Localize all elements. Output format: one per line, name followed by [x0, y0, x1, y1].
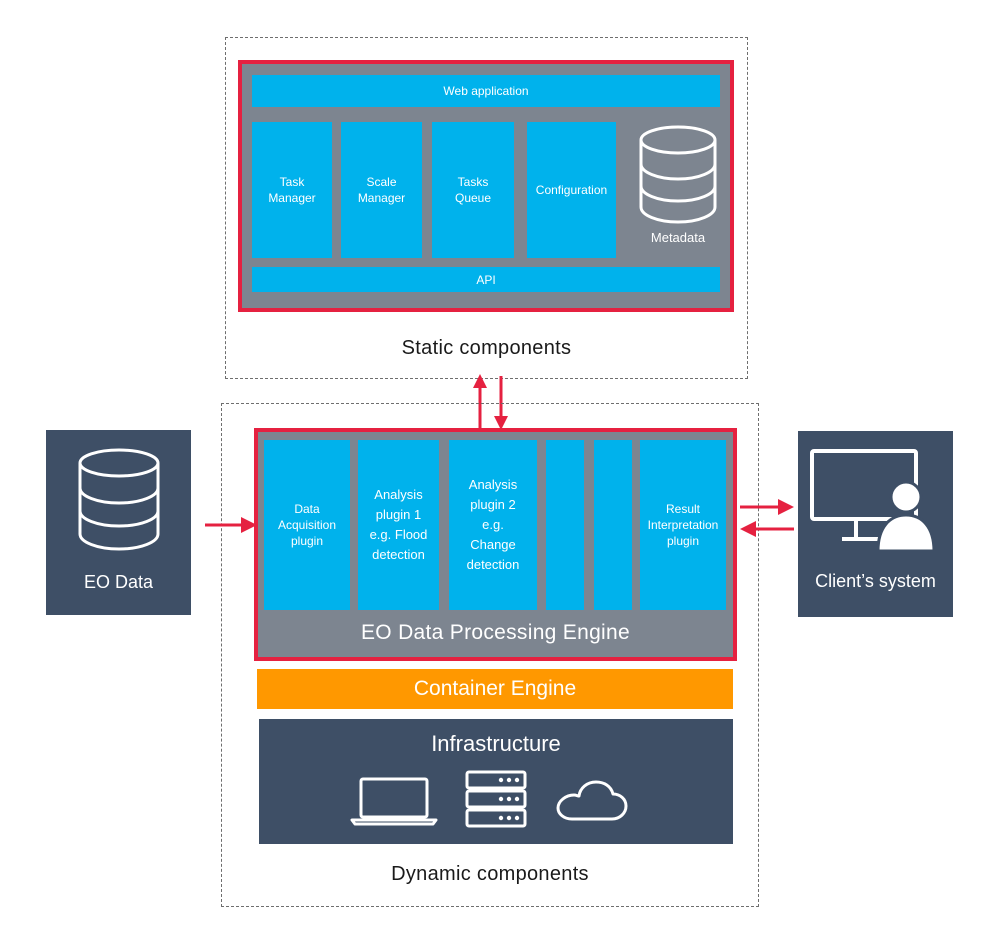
- dynamic-components-caption: Dynamic components: [391, 863, 589, 885]
- container-engine-bar: Container Engine: [257, 669, 733, 709]
- infrastructure-label: Infrastructure: [431, 731, 561, 756]
- analysis-plugin-1-label: Analysis plugin 1 e.g. Flood detection: [369, 487, 428, 562]
- eo-data-label: EO Data: [83, 572, 154, 592]
- data-acquisition-plugin-label: Data Acquisition plugin: [277, 502, 337, 548]
- server-icon: [465, 770, 527, 828]
- client-exchange-arrows: [740, 499, 794, 537]
- database-icon: [639, 125, 717, 224]
- scale-manager-label: Scale Manager: [357, 175, 406, 205]
- container-engine-label: Container Engine: [413, 677, 577, 700]
- configuration-label: Configuration: [535, 183, 608, 197]
- plugin-slot-empty-2: [594, 440, 632, 610]
- task-manager-label: Task Manager: [268, 175, 316, 205]
- analysis-plugin-1-box: Analysis plugin 1 e.g. Flood detection: [358, 440, 439, 610]
- analysis-plugin-2-label: Analysis plugin 2 e.g. Change detection: [466, 477, 520, 572]
- static-components-region: [225, 37, 748, 379]
- cloud-icon: [556, 780, 628, 821]
- laptop-icon: [350, 777, 438, 826]
- analysis-plugin-2-box: Analysis plugin 2 e.g. Change detection: [449, 440, 537, 610]
- web-application-box: Web application: [252, 75, 720, 107]
- processing-engine-title: EO Data Processing Engine: [361, 621, 630, 644]
- dynamic-components-region: [221, 403, 759, 907]
- static-components-caption: Static components: [401, 337, 572, 359]
- task-manager-box: Task Manager: [252, 122, 332, 258]
- data-acquisition-plugin-box: Data Acquisition plugin: [264, 440, 350, 610]
- eo-data-input-arrow: [205, 517, 257, 533]
- client-system-label: Client’s system: [815, 571, 936, 591]
- scale-manager-box: Scale Manager: [341, 122, 422, 258]
- static-dynamic-arrows: [473, 374, 508, 430]
- plugin-slot-empty-1: [546, 440, 584, 610]
- eo-data-box: [46, 430, 191, 615]
- api-box: API: [252, 267, 720, 292]
- metadata-label: Metadata: [650, 230, 706, 245]
- result-interpretation-plugin-label: Result Interpretation plugin: [647, 502, 719, 548]
- infrastructure-box: [259, 719, 733, 844]
- result-interpretation-plugin-box: Result Interpretation plugin: [640, 440, 726, 610]
- database-icon: [78, 448, 160, 551]
- configuration-box: Configuration: [527, 122, 616, 258]
- user-at-computer-icon: [810, 449, 936, 553]
- tasks-queue-label: Tasks Queue: [454, 175, 492, 205]
- tasks-queue-box: Tasks Queue: [432, 122, 514, 258]
